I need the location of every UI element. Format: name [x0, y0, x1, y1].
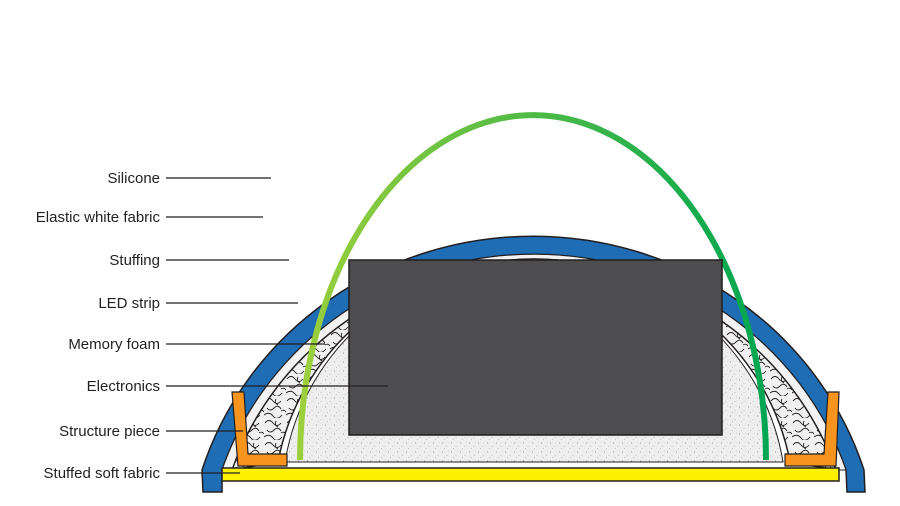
layer-labels: Silicone Elastic white fabric Stuffing L…	[36, 170, 161, 482]
label-stuffed-soft-fabric: Stuffed soft fabric	[44, 465, 161, 482]
structure-piece-right	[784, 391, 840, 467]
label-stuffing: Stuffing	[109, 252, 160, 269]
leader-lines	[166, 177, 388, 474]
label-structure-piece: Structure piece	[59, 423, 160, 440]
label-elastic-white-fabric: Elastic white fabric	[36, 209, 161, 226]
label-led-strip: LED strip	[98, 295, 160, 312]
label-electronics: Electronics	[87, 378, 160, 395]
electronics-block	[348, 259, 723, 436]
structure-piece-left	[231, 391, 288, 467]
stuffed-soft-fabric-base	[221, 467, 840, 482]
label-silicone: Silicone	[107, 170, 160, 187]
label-memory-foam: Memory foam	[68, 336, 160, 353]
led-strip	[297, 112, 769, 461]
